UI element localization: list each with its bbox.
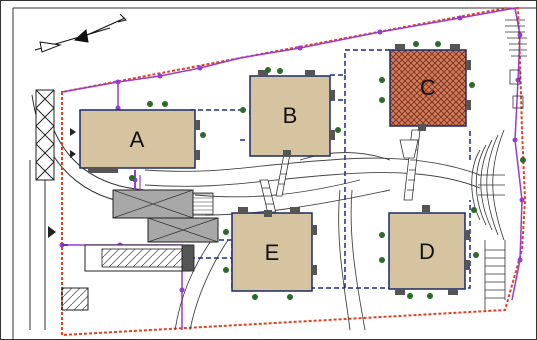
- building-e[interactable]: E: [231, 212, 313, 292]
- building-a[interactable]: A: [79, 109, 196, 169]
- west-gate-marker: [48, 226, 56, 238]
- building-b[interactable]: B: [249, 75, 331, 157]
- building-c[interactable]: C: [389, 49, 467, 127]
- building-d-label: D: [419, 239, 435, 264]
- ancillary-block-2: [147, 217, 219, 243]
- west-gate-arrows: [70, 128, 76, 158]
- entrance-ramp: [35, 89, 55, 181]
- internal-paths: [144, 152, 481, 331]
- ne-steps: [505, 19, 527, 109]
- gate-structure: [61, 287, 89, 311]
- building-b-label: B: [283, 103, 298, 128]
- connector-stairs: [259, 129, 421, 223]
- building-d[interactable]: D: [388, 212, 466, 290]
- east-stair: [471, 129, 505, 241]
- building-c-label: C: [420, 75, 436, 100]
- building-wall-blocks: [88, 44, 471, 295]
- east-ramp: [484, 240, 506, 310]
- building-a-label: A: [130, 127, 145, 152]
- parking-strip: [84, 244, 195, 272]
- building-e-label: E: [265, 240, 280, 265]
- north-arrow-icon: [34, 13, 127, 53]
- ancillary-block-1: [112, 170, 214, 219]
- tree-icon: [129, 41, 526, 300]
